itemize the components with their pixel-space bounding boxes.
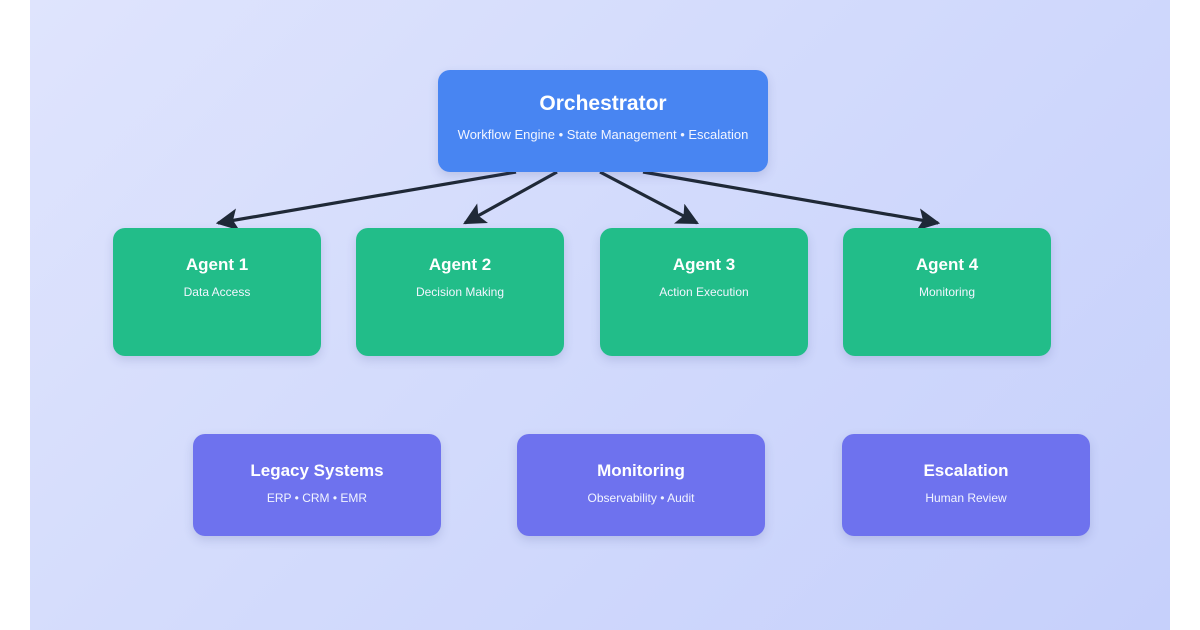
node-orchestrator-title: Orchestrator xyxy=(539,92,667,115)
node-legacy-systems-title: Legacy Systems xyxy=(250,461,384,480)
node-agent-2-title: Agent 2 xyxy=(428,255,492,274)
edge-orchestrator-agent-1 xyxy=(215,170,517,231)
node-agent-4-title: Agent 4 xyxy=(915,255,979,274)
edge-orchestrator-agent-2 xyxy=(463,170,558,225)
node-agent-1[interactable]: Agent 1 Data Access xyxy=(113,228,321,356)
node-agent-1-title: Agent 1 xyxy=(185,255,249,274)
node-agent-2-subtitle: Decision Making xyxy=(415,284,505,299)
node-monitoring-title: Monitoring xyxy=(597,461,685,480)
node-agent-3-title: Agent 3 xyxy=(672,255,736,274)
node-agent-4[interactable]: Agent 4 Monitoring xyxy=(843,228,1051,356)
edge-orchestrator-agent-3 xyxy=(599,170,699,225)
node-agent-3[interactable]: Agent 3 Action Execution xyxy=(600,228,808,356)
node-escalation-subtitle: Human Review xyxy=(925,490,1007,505)
node-monitoring-subtitle: Observability • Audit xyxy=(587,490,695,505)
node-escalation-title: Escalation xyxy=(923,461,1009,480)
node-legacy-systems[interactable]: Legacy Systems ERP • CRM • EMR xyxy=(193,434,441,536)
node-monitoring[interactable]: Monitoring Observability • Audit xyxy=(517,434,765,536)
node-orchestrator-subtitle: Workflow Engine • State Management • Esc… xyxy=(457,127,749,143)
node-legacy-systems-subtitle: ERP • CRM • EMR xyxy=(266,490,368,505)
node-agent-3-subtitle: Action Execution xyxy=(659,284,749,299)
node-orchestrator[interactable]: Orchestrator Workflow Engine • State Man… xyxy=(438,70,768,172)
node-agent-2[interactable]: Agent 2 Decision Making xyxy=(356,228,564,356)
node-escalation[interactable]: Escalation Human Review xyxy=(842,434,1090,536)
edge-orchestrator-agent-4 xyxy=(642,170,941,231)
node-agent-4-subtitle: Monitoring xyxy=(918,284,976,299)
diagram-canvas: Orchestrator Workflow Engine • State Man… xyxy=(30,0,1170,630)
node-agent-1-subtitle: Data Access xyxy=(183,284,251,299)
